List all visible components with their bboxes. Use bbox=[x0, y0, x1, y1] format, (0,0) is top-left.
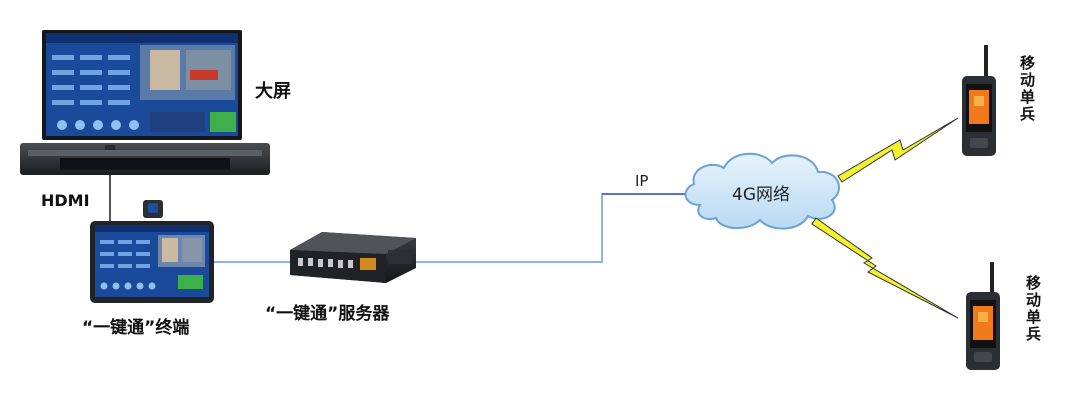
tv-display-icon bbox=[20, 30, 270, 175]
handheld-radio-icon bbox=[962, 45, 996, 156]
cloud-icon bbox=[684, 152, 840, 230]
connection-lines bbox=[109, 170, 692, 263]
network-label: 4G网络 bbox=[732, 185, 790, 205]
server-label: “一键通”服务器 bbox=[265, 304, 390, 324]
mobile-unit-label-1: 移动单兵 bbox=[1018, 55, 1036, 123]
hdmi-label: HDMI bbox=[41, 191, 90, 210]
mobile-unit-label-2: 移动单兵 bbox=[1024, 275, 1042, 343]
terminal-label: “一键通”终端 bbox=[82, 318, 190, 338]
handheld-radio-icon bbox=[966, 262, 1000, 370]
lightning-link-icon bbox=[811, 117, 959, 319]
rack-server-icon bbox=[290, 232, 416, 283]
ip-label: IP bbox=[635, 172, 649, 190]
server-network-link bbox=[415, 193, 692, 263]
touch-terminal-icon bbox=[90, 200, 214, 303]
big-screen-label: 大屏 bbox=[255, 81, 291, 102]
